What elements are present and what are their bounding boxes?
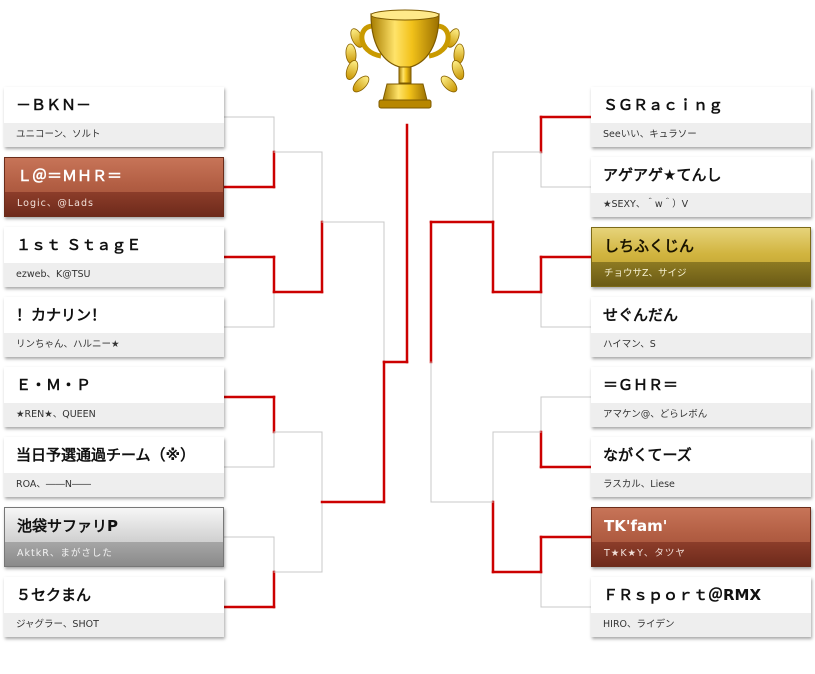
team-members: Logic、@Lads (5, 192, 223, 216)
team-members: T★K★Y、タツヤ (592, 542, 810, 566)
trophy-icon (345, 9, 465, 109)
right-team-5: ＝ＧＨＲ＝ アマケン@、どらレボん (591, 367, 811, 427)
right-team-7: TK'fam' T★K★Y、タツヤ (591, 507, 811, 567)
team-members: AktkR、まがさした (5, 542, 223, 566)
team-members: アマケン@、どらレボん (591, 403, 811, 427)
team-name: ＝ＧＨＲ＝ (603, 376, 679, 394)
team-name: しちふくじん (604, 237, 695, 255)
team-name: アゲアゲ★てんし (603, 166, 722, 184)
right-team-6: ながくてーズラスカル、Liese (591, 437, 811, 497)
team-members: ラスカル、Liese (591, 473, 811, 497)
left-team-7: 池袋サファリP AktkR、まがさした (4, 507, 224, 567)
team-members: ezweb、K@TSU (4, 263, 224, 287)
team-name: TK'fam' (604, 517, 668, 535)
left-team-6: 当日予選通過チーム（※） ROA、――N―― (4, 437, 224, 497)
team-name: Ｌ＠＝ＭＨＲ＝ (17, 167, 123, 185)
team-name: ５セクまん (16, 586, 92, 604)
team-members: ★REN★、QUEEN (4, 403, 224, 427)
team-name: Ｅ・Ｍ・Ｐ (16, 376, 92, 394)
team-members: ユニコーン、ソルト (4, 123, 224, 147)
team-members: チョウサZ、サイジ (592, 262, 810, 286)
right-team-4: せぐんだんハイマン、S (591, 297, 811, 357)
left-team-1: －ＢＫＮ－ ユニコーン、ソルト (4, 87, 224, 147)
left-team-8: ５セクまんジャグラー、SHOT (4, 577, 224, 637)
team-members: ジャグラー、SHOT (4, 613, 224, 637)
team-name: せぐんだん (603, 306, 679, 324)
team-name: １ｓｔ ＳｔａｇＥ (16, 236, 142, 254)
team-members: ハイマン、S (591, 333, 811, 357)
team-name: ！カナリン！ (16, 306, 107, 324)
team-name: 池袋サファリP (17, 517, 118, 535)
team-members: ★SEXY、＾w＾）V (591, 193, 811, 217)
left-team-3: １ｓｔ ＳｔａｇＥ ezweb、K@TSU (4, 227, 224, 287)
team-members: ROA、――N―― (4, 473, 224, 497)
left-team-5: Ｅ・Ｍ・Ｐ ★REN★、QUEEN (4, 367, 224, 427)
team-members: HIRO、ライデン (591, 613, 811, 637)
team-members: Seeいい、キュラソー (591, 123, 811, 147)
team-name: ＳＧＲａｃｉｎｇ (603, 96, 724, 114)
right-team-2: アゲアゲ★てんし ★SEXY、＾w＾）V (591, 157, 811, 217)
team-members: リンちゃん、ハルニー★ (4, 333, 224, 357)
left-team-2: Ｌ＠＝ＭＨＲ＝ Logic、@Lads (4, 157, 224, 217)
right-team-8: ＦＲｓｐｏｒｔ＠RMX HIRO、ライデン (591, 577, 811, 637)
team-name: ながくてーズ (603, 446, 692, 464)
team-name: 当日予選通過チーム（※） (16, 446, 196, 464)
team-name: ＦＲｓｐｏｒｔ＠RMX (603, 586, 762, 604)
right-team-3: しちふくじんチョウサZ、サイジ (591, 227, 811, 287)
team-name: －ＢＫＮ－ (16, 96, 92, 114)
left-team-4: ！カナリン！ リンちゃん、ハルニー★ (4, 297, 224, 357)
